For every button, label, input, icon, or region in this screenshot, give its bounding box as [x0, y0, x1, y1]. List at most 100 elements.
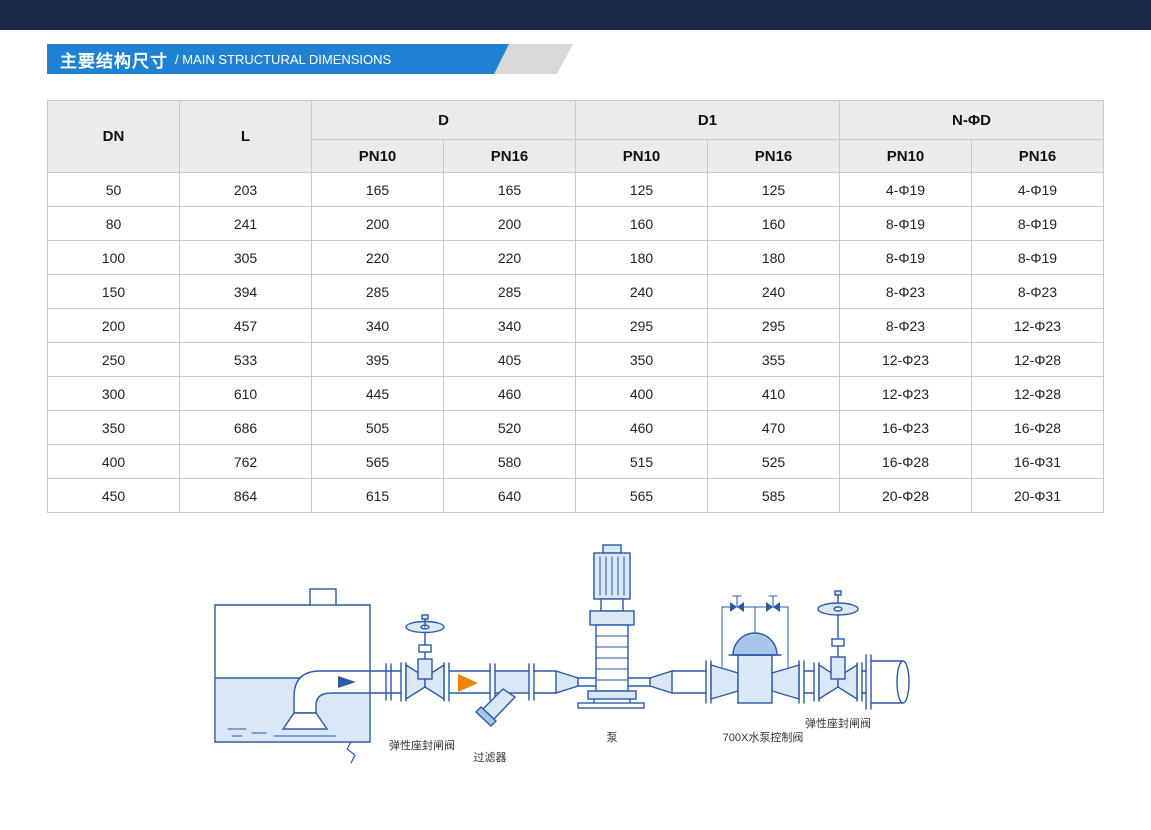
table-cell: 12-Φ28	[971, 342, 1104, 377]
pipe-segment	[448, 670, 491, 694]
table-cell: 20-Φ31	[971, 478, 1104, 513]
table-cell: 160	[707, 206, 840, 241]
table-cell: 50	[47, 172, 180, 207]
table-cell: 285	[311, 274, 444, 309]
table-cell: 460	[575, 410, 708, 445]
table-cell: 80	[47, 206, 180, 241]
table-cell: 400	[575, 376, 708, 411]
table-cell: 470	[707, 410, 840, 445]
col-subheader-d1-pn16: PN16	[707, 139, 840, 173]
table-cell: 525	[707, 444, 840, 479]
table-cell: 160	[575, 206, 708, 241]
table-cell: 12-Φ23	[839, 376, 972, 411]
flow-arrow-icon	[338, 676, 356, 688]
table-cell: 8-Φ23	[839, 274, 972, 309]
table-cell: 395	[311, 342, 444, 377]
top-navy-bar	[0, 0, 1151, 30]
table-cell: 8-Φ19	[971, 206, 1104, 241]
table-cell: 150	[47, 274, 180, 309]
table-cell: 16-Φ28	[971, 410, 1104, 445]
table-cell: 340	[311, 308, 444, 343]
label-strainer: 过滤器	[474, 751, 507, 764]
table-head: DN L D D1 N-ΦD PN10 PN16 PN10 PN16 PN10 …	[47, 100, 1104, 173]
table-cell: 565	[311, 444, 444, 479]
table-cell: 400	[47, 444, 180, 479]
table-cell: 4-Φ19	[971, 172, 1104, 207]
col-subheader-nfd-pn10: PN10	[839, 139, 972, 173]
table-cell: 16-Φ31	[971, 444, 1104, 479]
gate-valve-left	[400, 614, 450, 702]
label-pump: 泵	[607, 731, 618, 744]
table-cell: 864	[179, 478, 312, 513]
reducer-outlet	[627, 670, 707, 694]
col-header-d: D	[311, 100, 576, 140]
table-cell: 180	[707, 240, 840, 275]
reducer-inlet	[533, 670, 597, 694]
col-subheader-d-pn16: PN16	[443, 139, 576, 173]
dimensions-table: DN L D D1 N-ΦD PN10 PN16 PN10 PN16 PN10 …	[47, 100, 1104, 513]
section-title-en: / MAIN STRUCTURAL DIMENSIONS	[175, 51, 392, 67]
table-cell: 640	[443, 478, 576, 513]
table-cell: 200	[311, 206, 444, 241]
col-header-nfd: N-ΦD	[839, 100, 1104, 140]
table-cell: 250	[47, 342, 180, 377]
table-cell: 16-Φ28	[839, 444, 972, 479]
section-title-zh: 主要结构尺寸	[60, 51, 168, 71]
table-cell: 565	[575, 478, 708, 513]
table-cell: 450	[47, 478, 180, 513]
table-cell: 300	[47, 376, 180, 411]
table-cell: 460	[443, 376, 576, 411]
suction-elbow	[273, 670, 371, 737]
table-cell: 515	[575, 444, 708, 479]
col-subheader-d1-pn10: PN10	[575, 139, 708, 173]
table-cell: 12-Φ28	[971, 376, 1104, 411]
table-cell: 615	[311, 478, 444, 513]
table-cell: 445	[311, 376, 444, 411]
table-cell: 12-Φ23	[839, 342, 972, 377]
table-cell: 340	[443, 308, 576, 343]
table-cell: 165	[311, 172, 444, 207]
table-cell: 200	[47, 308, 180, 343]
col-header-l: L	[179, 100, 312, 173]
table-cell: 203	[179, 172, 312, 207]
table-cell: 585	[707, 478, 840, 513]
col-subheader-nfd-pn16: PN16	[971, 139, 1104, 173]
control-valve	[705, 595, 805, 704]
table-cell: 8-Φ19	[839, 206, 972, 241]
table-cell: 533	[179, 342, 312, 377]
table-cell: 350	[47, 410, 180, 445]
label-gate-valve-left: 弹性座封闸阀	[389, 738, 455, 752]
table-cell: 4-Φ19	[839, 172, 972, 207]
table-cell: 20-Φ28	[839, 478, 972, 513]
section-header: 主要结构尺寸 / MAIN STRUCTURAL DIMENSIONS	[47, 44, 607, 74]
break-line	[346, 741, 356, 764]
table-cell: 220	[443, 240, 576, 275]
table-cell: 240	[575, 274, 708, 309]
table-cell: 125	[575, 172, 708, 207]
table-cell: 350	[575, 342, 708, 377]
table-cell: 457	[179, 308, 312, 343]
table-cell: 285	[443, 274, 576, 309]
table-cell: 241	[179, 206, 312, 241]
flow-arrow-orange-icon	[458, 674, 478, 692]
installation-diagram: 弹性座封闸阀 过滤器 泵 700X水泵控制阀 弹性座封闸阀	[214, 544, 910, 764]
table-cell: 200	[443, 206, 576, 241]
table-cell: 8-Φ23	[839, 308, 972, 343]
table-header-row-groups: DN L D D1 N-ΦD	[47, 100, 1104, 173]
table-cell: 8-Φ23	[971, 274, 1104, 309]
table-cell: 165	[443, 172, 576, 207]
table-cell: 240	[707, 274, 840, 309]
gate-valve-right	[803, 590, 863, 702]
table-cell: 100	[47, 240, 180, 275]
table-cell: 405	[443, 342, 576, 377]
catalog-page: 主要结构尺寸 / MAIN STRUCTURAL DIMENSIONS DN L…	[0, 0, 1151, 764]
table-cell: 394	[179, 274, 312, 309]
